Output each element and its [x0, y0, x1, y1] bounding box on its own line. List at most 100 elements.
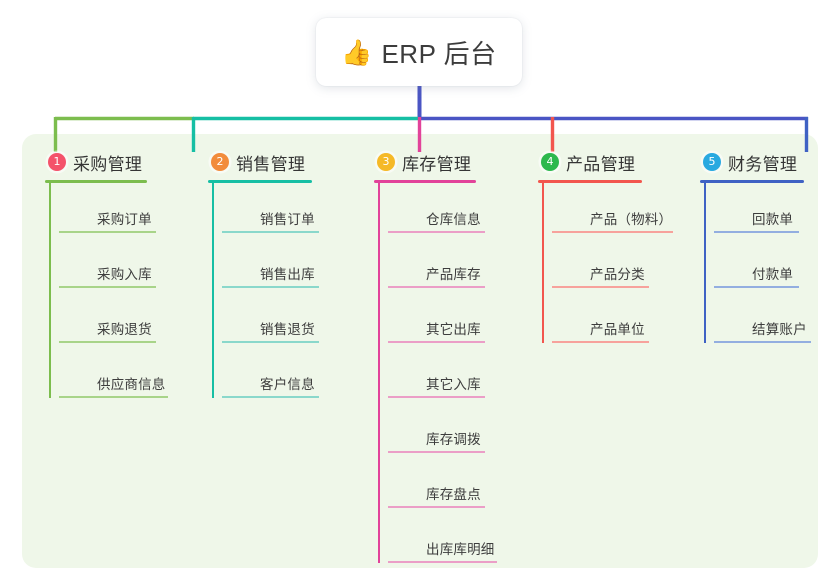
leaf-node-label: 客户信息 [260, 377, 315, 392]
leaf-node[interactable]: 产品库存 [388, 238, 485, 293]
leaf-node-underline [222, 231, 319, 233]
leaf-node[interactable]: 库存调拨 [388, 403, 485, 458]
leaf-node-underline [388, 231, 485, 233]
leaf-node[interactable]: 销售退货 [222, 293, 319, 348]
leaf-node-underline [59, 286, 156, 288]
branch-badge-icon-5: 5 [703, 153, 721, 171]
leaf-node-label: 销售出库 [260, 267, 315, 282]
leaf-node[interactable]: 其它入库 [388, 348, 485, 403]
branch-children-3: 仓库信息产品库存其它出库其它入库库存调拨库存盘点出库库明细 [374, 183, 497, 568]
branch-underline-1 [45, 180, 147, 183]
leaf-node-underline [59, 231, 156, 233]
branch-title-5: 财务管理 [728, 154, 798, 174]
leaf-node-underline [388, 341, 485, 343]
leaf-node-label: 产品库存 [426, 267, 481, 282]
branch-spine-3 [378, 183, 380, 563]
leaf-node-label: 结算账户 [752, 322, 807, 337]
diagram-background-panel [22, 134, 818, 568]
leaf-node-underline [222, 396, 319, 398]
leaf-node[interactable]: 仓库信息 [388, 183, 485, 238]
branch-column-2: 2 销售管理销售订单销售出库销售退货客户信息 [208, 150, 319, 403]
branch-badge-icon-2: 2 [211, 153, 229, 171]
branch-badge-icon-3: 3 [377, 153, 395, 171]
leaf-node[interactable]: 回款单 [714, 183, 804, 238]
leaf-node[interactable]: 付款单 [714, 238, 804, 293]
leaf-node-underline [59, 341, 156, 343]
branch-header-5[interactable]: 5 财务管理 [700, 150, 804, 174]
branch-underline-3 [374, 180, 476, 183]
leaf-node-label: 采购入库 [97, 267, 152, 282]
leaf-node[interactable]: 销售订单 [222, 183, 319, 238]
branch-spine-4 [542, 183, 544, 343]
leaf-node-label: 付款单 [752, 267, 794, 282]
leaf-node-underline [552, 286, 649, 288]
leaf-node-label: 出库库明细 [426, 542, 495, 557]
branch-children-4: 产品（物料） 产品分类产品单位 [538, 183, 673, 348]
leaf-node[interactable]: 其它出库 [388, 293, 485, 348]
branch-title-4: 产品管理 [566, 154, 636, 174]
leaf-node-underline [388, 506, 485, 508]
branch-title-3: 库存管理 [402, 154, 472, 174]
leaf-node-underline [222, 286, 319, 288]
leaf-node[interactable]: 供应商信息 [59, 348, 168, 403]
leaf-node-label: 其它入库 [426, 377, 481, 392]
leaf-node-underline [388, 561, 497, 563]
leaf-node[interactable]: 销售出库 [222, 238, 319, 293]
leaf-node[interactable]: 采购退货 [59, 293, 156, 348]
leaf-node-label: 回款单 [752, 212, 794, 227]
branch-children-2: 销售订单销售出库销售退货客户信息 [208, 183, 319, 403]
branch-underline-2 [208, 180, 312, 183]
branch-title-1: 采购管理 [73, 154, 143, 174]
branch-children-5: 回款单付款单结算账户 [700, 183, 811, 348]
leaf-node[interactable]: 客户信息 [222, 348, 319, 403]
branch-badge-icon-1: 1 [48, 153, 66, 171]
leaf-node-underline [552, 341, 649, 343]
leaf-node-label: 库存调拨 [426, 432, 481, 447]
branch-underline-4 [538, 180, 642, 183]
leaf-node[interactable]: 采购入库 [59, 238, 156, 293]
leaf-node-label: 供应商信息 [97, 377, 166, 392]
root-node-title: ERP 后台 [381, 38, 497, 69]
leaf-node-label: 其它出库 [426, 322, 481, 337]
branch-column-3: 3 库存管理仓库信息产品库存其它出库其它入库库存调拨库存盘点出库库明细 [374, 150, 497, 568]
leaf-node[interactable]: 采购订单 [59, 183, 156, 238]
branch-underline-5 [700, 180, 804, 183]
leaf-node-label: 库存盘点 [426, 487, 481, 502]
leaf-node-underline [388, 451, 485, 453]
leaf-node-underline [388, 286, 485, 288]
branch-spine-5 [704, 183, 706, 343]
leaf-node-label: 采购订单 [97, 212, 152, 227]
leaf-node[interactable]: 产品单位 [552, 293, 649, 348]
leaf-node[interactable]: 出库库明细 [388, 513, 497, 568]
branch-children-1: 采购订单采购入库采购退货供应商信息 [45, 183, 168, 403]
leaf-node-underline [222, 341, 319, 343]
thumbs-up-icon: 👍 [341, 38, 373, 67]
branch-header-3[interactable]: 3 库存管理 [374, 150, 476, 174]
leaf-node-underline [388, 396, 485, 398]
root-node[interactable]: 👍 ERP 后台 [316, 18, 522, 86]
leaf-node[interactable]: 产品分类 [552, 238, 649, 293]
leaf-node-label: 仓库信息 [426, 212, 481, 227]
leaf-node-underline [552, 231, 673, 233]
leaf-node-underline [714, 286, 799, 288]
branch-spine-2 [212, 183, 214, 398]
leaf-node-label: 产品（物料） [590, 212, 673, 227]
leaf-node-underline [59, 396, 168, 398]
leaf-node[interactable]: 产品（物料） [552, 183, 673, 238]
leaf-node-label: 销售订单 [260, 212, 315, 227]
leaf-node-label: 销售退货 [260, 322, 315, 337]
branch-spine-1 [49, 183, 51, 398]
branch-column-5: 5 财务管理回款单付款单结算账户 [700, 150, 811, 348]
leaf-node-label: 产品分类 [590, 267, 645, 282]
branch-header-2[interactable]: 2 销售管理 [208, 150, 312, 174]
leaf-node[interactable]: 结算账户 [714, 293, 811, 348]
leaf-node[interactable]: 库存盘点 [388, 458, 485, 513]
leaf-node-underline [714, 231, 799, 233]
branch-title-2: 销售管理 [236, 154, 306, 174]
leaf-node-underline [714, 341, 811, 343]
leaf-node-label: 产品单位 [590, 322, 645, 337]
branch-header-1[interactable]: 1 采购管理 [45, 150, 147, 174]
